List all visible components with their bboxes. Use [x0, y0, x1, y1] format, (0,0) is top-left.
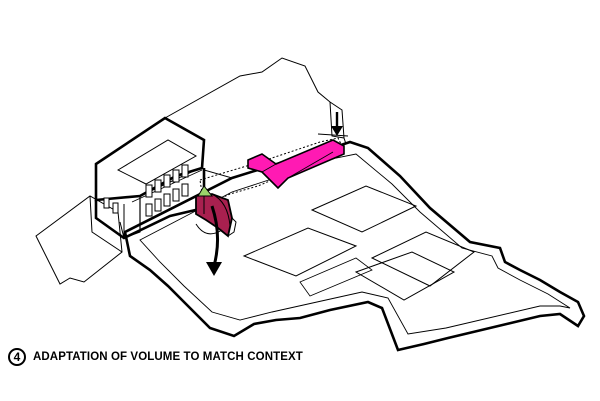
- diagram-caption: 4 ADAPTATION OF VOLUME TO MATCH CONTEXT: [8, 344, 303, 370]
- garden-bed-3: [370, 231, 475, 287]
- left-neighbour-building: [35, 195, 123, 285]
- garden-bed-1: [310, 185, 418, 233]
- garden-bed-4: [354, 251, 456, 301]
- tree-icon: [197, 185, 214, 214]
- site-inner-edge: [139, 153, 571, 335]
- caption-title: ADAPTATION OF VOLUME TO MATCH CONTEXT: [33, 351, 303, 363]
- building-windows: [145, 164, 189, 217]
- down-arrow-icon: [331, 112, 343, 136]
- highlighted-volume: [247, 139, 345, 190]
- entrance-semicircle: [195, 223, 223, 235]
- garden-bed-2: [242, 227, 358, 277]
- curved-arrow-icon: [206, 205, 222, 276]
- building-side-windows: [103, 197, 119, 214]
- step-number: 4: [13, 350, 21, 364]
- highlighted-volume-edge: [261, 151, 334, 179]
- step-number-badge: 4: [8, 348, 26, 366]
- site-outline: [123, 140, 586, 352]
- garden-path: [299, 257, 373, 297]
- site-plan: [123, 140, 586, 352]
- historic-building: [94, 116, 206, 240]
